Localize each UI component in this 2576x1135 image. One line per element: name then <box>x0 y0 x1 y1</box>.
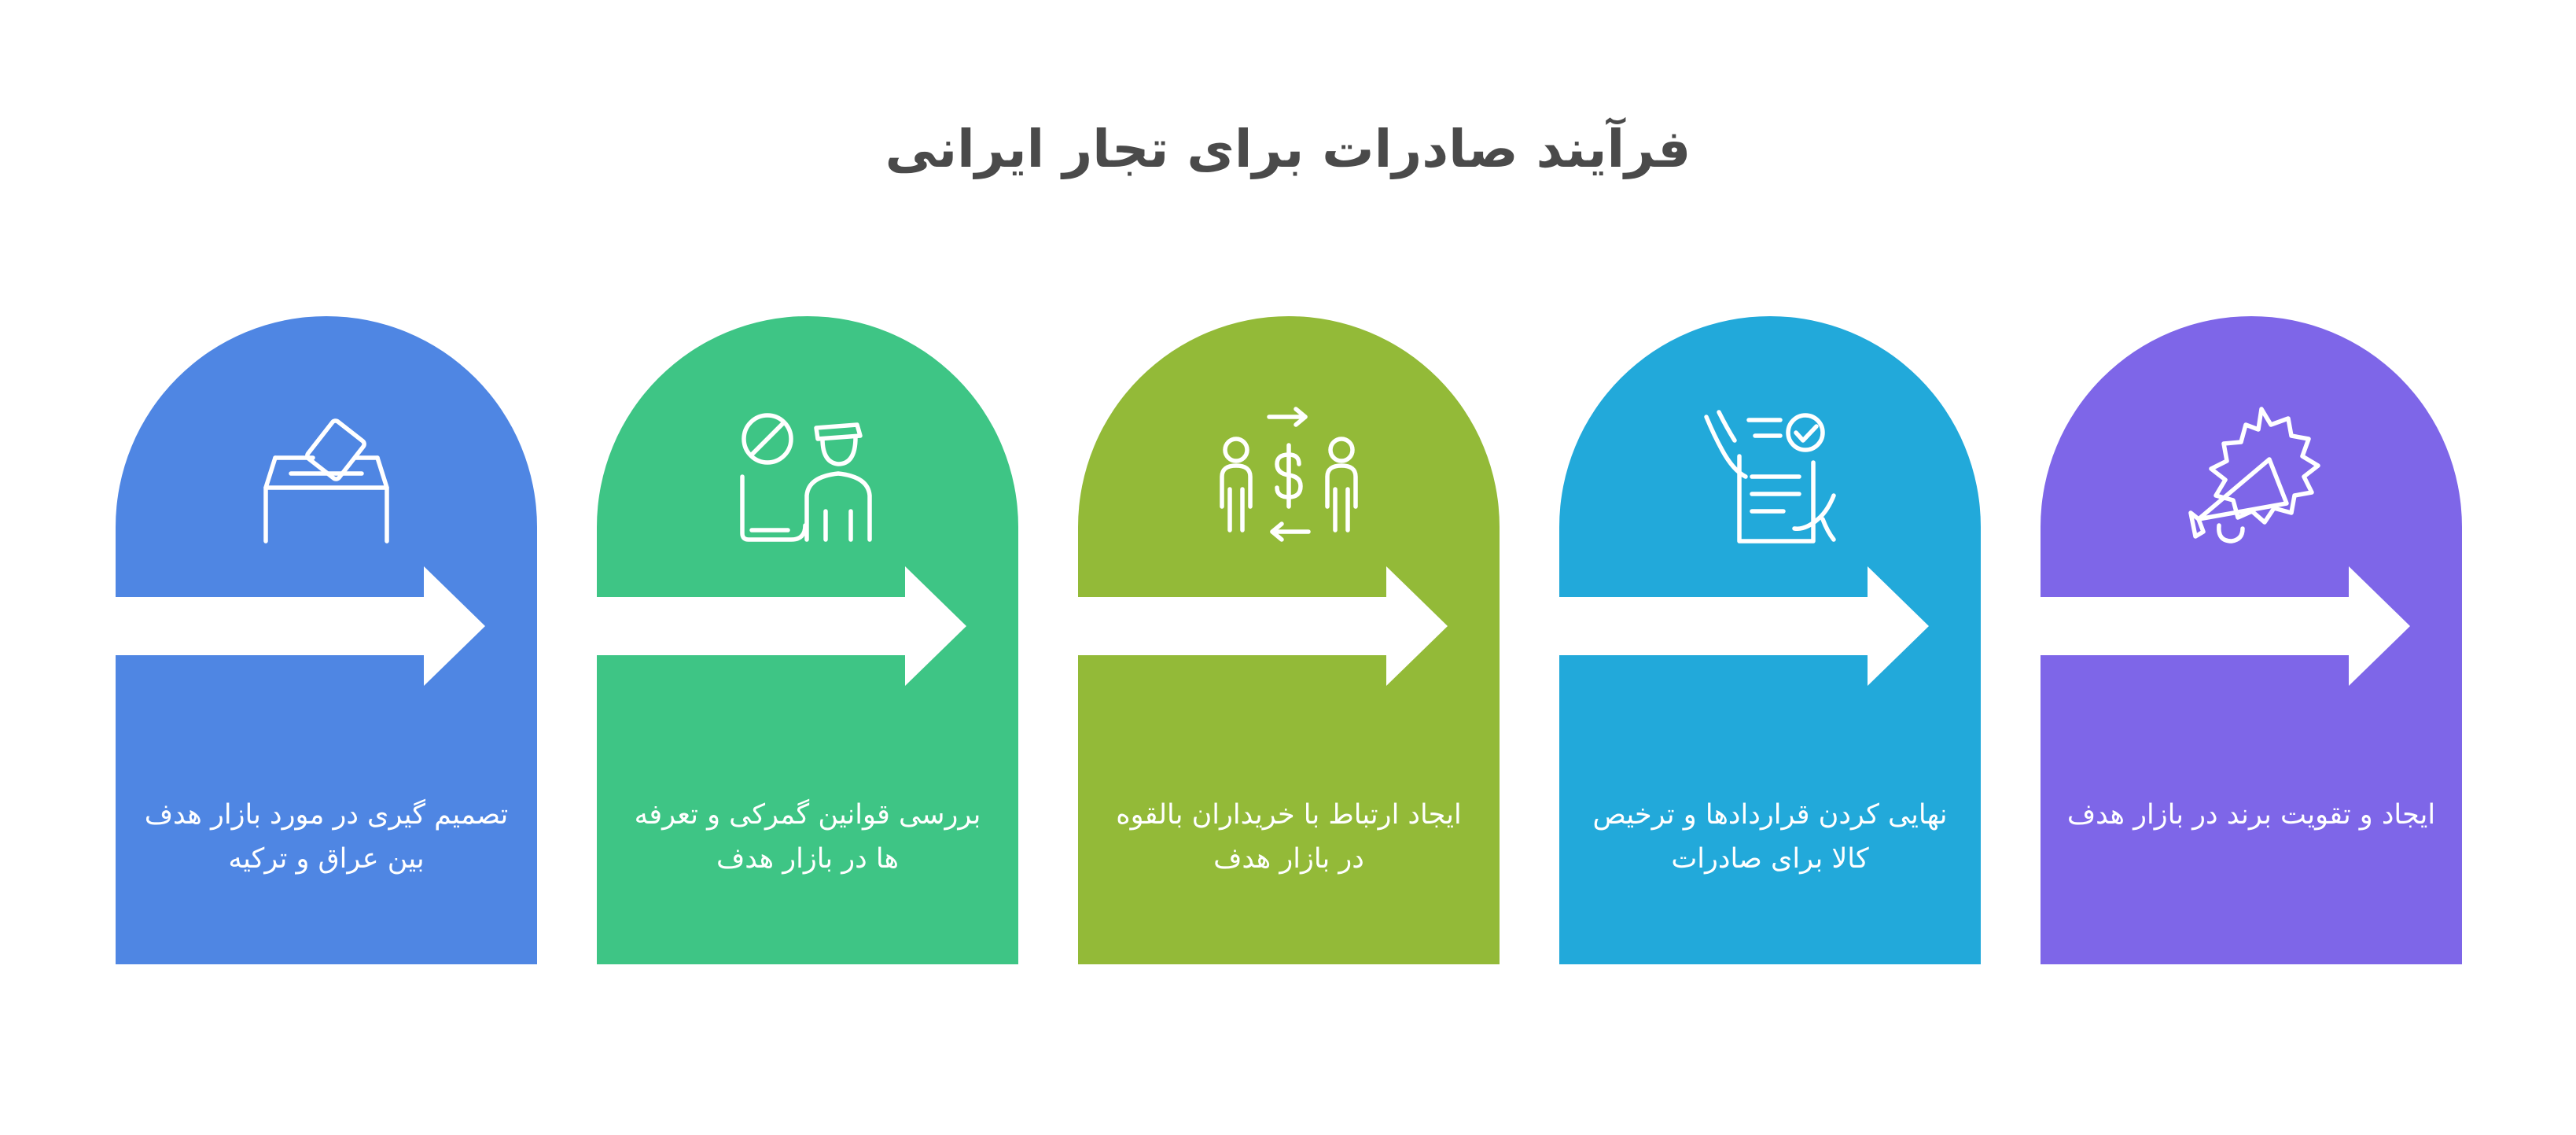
arrow-right-icon <box>2041 566 2410 686</box>
step-5: ایجاد و تقویت برند در بازار هدف <box>2041 316 2462 964</box>
contract-approval-icon <box>1704 410 1836 544</box>
step-5-label: ایجاد و تقویت برند در بازار هدف <box>2066 799 2436 831</box>
arrow-right-icon <box>597 566 966 686</box>
megaphone-badge-icon <box>2188 407 2320 544</box>
arrow-right-icon <box>116 566 485 686</box>
ballot-box-icon <box>263 418 389 544</box>
step-3-label: ایجاد ارتباط با خریداران بالقوه در بازار… <box>1116 799 1462 875</box>
diagram-title: فرآیند صادرات برای تجار ایرانی <box>885 119 1691 179</box>
step-3: ایجاد ارتباط با خریداران بالقوه در بازار… <box>1078 316 1500 964</box>
step-2: بررسی قوانین گمرکی و تعرفه ها در بازار ه… <box>597 316 1018 964</box>
step-2-label: بررسی قوانین گمرکی و تعرفه ها در بازار ه… <box>634 799 981 875</box>
trade-exchange-icon <box>1220 407 1358 542</box>
arrow-right-icon <box>1559 566 1929 686</box>
customs-officer-icon <box>740 413 872 542</box>
step-4-label: نهایی کردن قراردادها و ترخیص کالا برای ص… <box>1592 799 1948 875</box>
arrow-right-icon <box>1078 566 1448 686</box>
step-1: تصمیم گیری در مورد بازار هدف بین عراق و … <box>116 316 537 964</box>
step-4: نهایی کردن قراردادها و ترخیص کالا برای ص… <box>1559 316 1981 964</box>
step-1-label: تصمیم گیری در مورد بازار هدف بین عراق و … <box>144 799 509 875</box>
